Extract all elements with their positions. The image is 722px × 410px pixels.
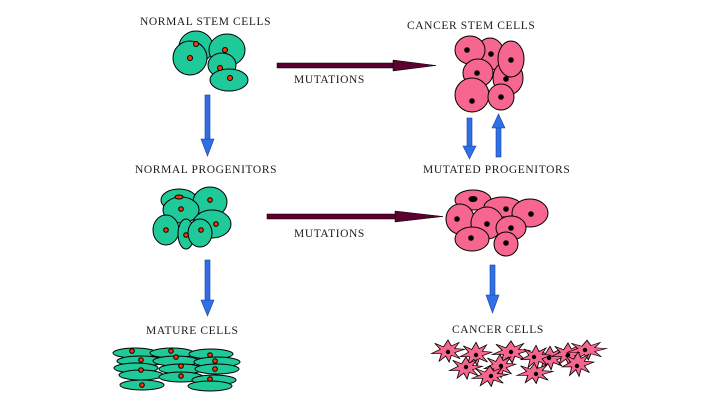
cancer-stem-cells-cluster [454,35,525,113]
arrow-mutated-to-cancer-stem [491,113,506,158]
label-cancer-stem-cells: CANCER STEM CELLS [407,20,536,32]
nucleus-group [163,194,219,238]
nucleus-group [445,347,588,379]
nucleus-group [464,47,514,104]
arrow-progenitors-to-mature [200,259,215,317]
mutated-progenitors-cluster [445,189,549,257]
label-mutations-top: MUTATIONS [294,74,365,86]
normal-stem-cells-cluster [172,30,249,92]
label-mature-cells: MATURE CELLS [146,325,239,337]
arrow-mutated-to-cancer-cells [485,264,500,314]
label-normal-progenitors: NORMAL PROGENITORS [135,164,278,176]
nucleus-group [187,41,233,81]
label-normal-stem-cells: NORMAL STEM CELLS [140,16,272,28]
mutation-arrow-top [276,59,437,72]
arrow-stem-to-progenitors [200,94,215,157]
label-mutated-progenitors: MUTATED PROGENITORS [423,164,571,176]
arrow-cancer-stem-to-mutated [462,117,477,160]
normal-progenitors-cluster [152,186,232,250]
nucleus-group [454,196,534,246]
mutation-arrow-bottom [266,210,444,223]
mature-cells-cluster [112,347,241,392]
nucleus-group [129,348,218,388]
cancer-cells-cluster [430,339,608,387]
label-mutations-bottom: MUTATIONS [294,228,365,240]
label-cancer-cells: CANCER CELLS [452,324,544,336]
